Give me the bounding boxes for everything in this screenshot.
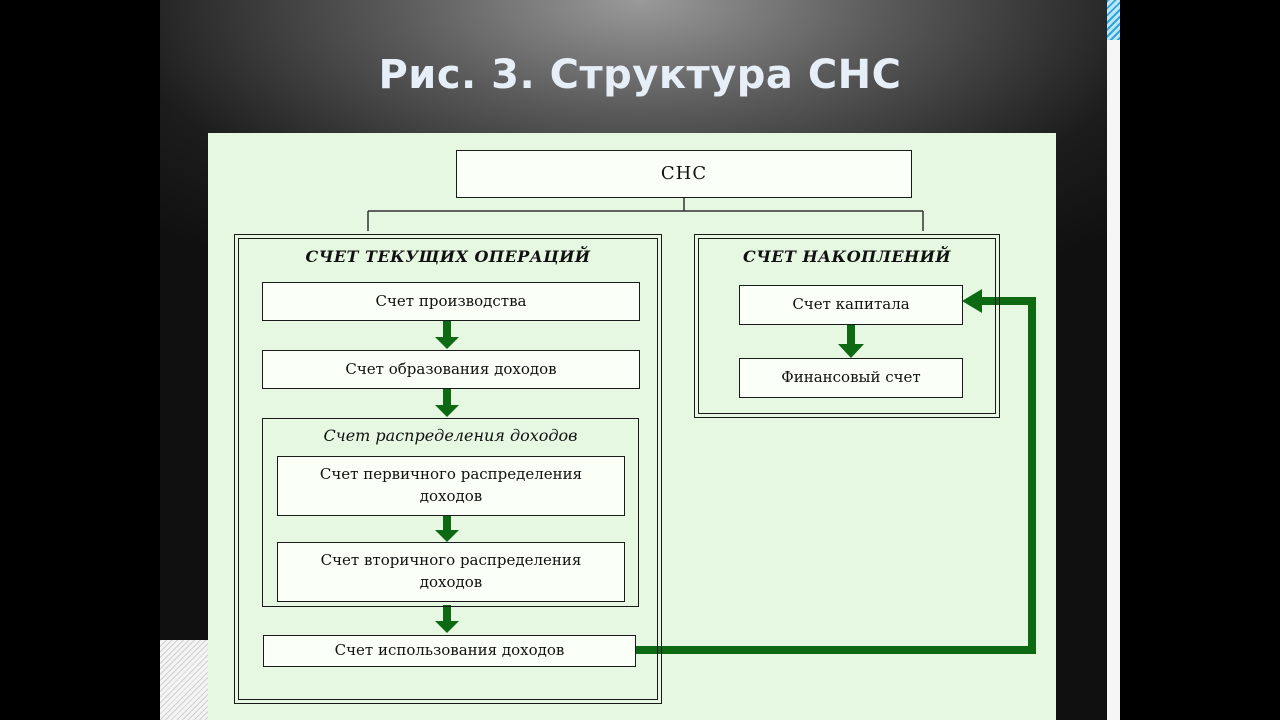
slide-title: Рис. 3. Структура СНС [378, 52, 902, 98]
current-operations-frame: СЧЕТ ТЕКУЩИХ ОПЕРАЦИЙ [234, 234, 662, 704]
diagram-connectors [367, 198, 1036, 654]
decorative-accent [1107, 0, 1120, 40]
root-label: СНС [660, 162, 708, 184]
decorative-corner-pattern [160, 640, 208, 720]
arrow-down-icon [435, 389, 459, 417]
slide-edge-strip [1107, 0, 1120, 720]
secondary-distribution-account-box: Счет вторичного распределения доходов [277, 542, 625, 602]
arrow-left-icon [962, 289, 982, 313]
accumulation-title: СЧЕТ НАКОПЛЕНИЙ [743, 247, 951, 266]
arrow-down-icon [435, 321, 459, 349]
financial-account-label: Финансовый счет [781, 368, 921, 387]
primary-distribution-account-label: Счет первичного распределения доходов [319, 465, 583, 505]
primary-distribution-account-box: Счет первичного распределения доходов [277, 456, 625, 516]
financial-account-box: Финансовый счет [739, 358, 963, 398]
secondary-distribution-account-label: Счет вторичного распределения доходов [320, 551, 582, 591]
income-use-account-label: Счет использования доходов [334, 641, 565, 660]
sna-structure-diagram: СНС СЧЕТ ТЕКУЩИХ ОПЕРАЦИЙ Счет производс… [208, 133, 1056, 720]
income-formation-account-box: Счет образования доходов [262, 350, 640, 389]
production-account-box: Счет производства [262, 282, 640, 321]
root-box: СНС [456, 150, 912, 198]
current-operations-title: СЧЕТ ТЕКУЩИХ ОПЕРАЦИЙ [305, 247, 591, 266]
income-distribution-group: Счет распределения доходов [262, 418, 639, 607]
capital-account-box: Счет капитала [739, 285, 963, 325]
income-distribution-title: Счет распределения доходов [323, 426, 578, 445]
root-connector-lines [367, 198, 924, 231]
production-account-label: Счет производства [375, 291, 527, 310]
arrow-down-icon [435, 516, 459, 542]
income-use-account-box: Счет использования доходов [263, 635, 636, 667]
arrow-down-icon [838, 325, 864, 358]
arrow-down-icon [435, 605, 459, 633]
arrow-income-use-to-capital [636, 297, 1036, 654]
accumulation-frame: СЧЕТ НАКОПЛЕНИЙ [694, 234, 1000, 418]
income-formation-account-label: Счет образования доходов [345, 359, 557, 378]
capital-account-label: Счет капитала [792, 295, 910, 314]
